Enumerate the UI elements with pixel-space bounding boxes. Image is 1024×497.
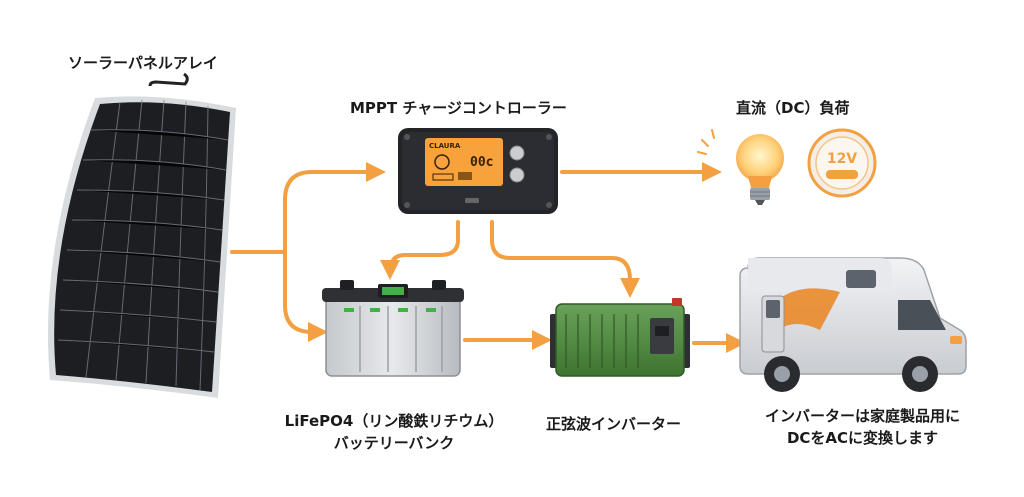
battery-label-line1: LiFePO4（リン酸鉄リチウム）: [284, 412, 504, 430]
rv-label-line2: DCをACに変換します: [786, 429, 939, 447]
battery-label: LiFePO4（リン酸鉄リチウム） バッテリーバンク: [258, 410, 530, 454]
arrow-to-controller: [283, 162, 386, 254]
inverter-label: 正弦波インバーター: [546, 415, 682, 433]
van-side-window: [846, 270, 876, 288]
controller-button-bottom: [509, 167, 525, 183]
camper-van-icon: [739, 257, 967, 392]
sine-wave-inverter: [550, 298, 690, 377]
controller-reading: 00c: [470, 155, 493, 170]
dc-badge-text: 12V: [827, 151, 857, 167]
solar-array-label: ソーラーパネルアレイ: [68, 54, 218, 72]
rv-label-line1: インバーターは家庭製品用に: [764, 407, 960, 425]
rv-label: インバーターは家庭製品用に DCをACに変換します: [740, 405, 985, 449]
arrow-controller-to-inverter: [490, 220, 640, 298]
arrow-to-battery-left: [283, 250, 328, 342]
controller-brand: CLAURA: [429, 142, 461, 150]
battery-bank: [322, 280, 464, 377]
charge-controller-label: MPPT チャージコントローラー: [350, 99, 567, 117]
van-windshield: [898, 300, 946, 330]
arrow-controller-to-battery: [380, 220, 460, 280]
battery-label-line2: バッテリーバンク: [333, 434, 455, 452]
light-bulb-icon: [697, 129, 784, 205]
controller-button-top: [509, 145, 525, 161]
dc-12v-badge-icon: 12V: [807, 128, 877, 198]
dc-load-label: 直流（DC）負荷: [736, 99, 850, 117]
battery-display: [382, 287, 404, 295]
charge-controller: CLAURA 00c: [398, 128, 558, 214]
flow-arrows: [230, 162, 746, 353]
solar-panel: [47, 72, 237, 398]
